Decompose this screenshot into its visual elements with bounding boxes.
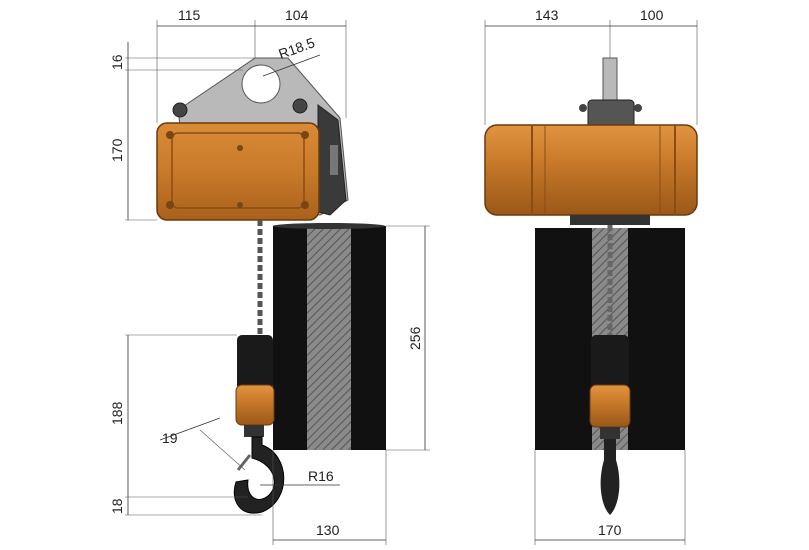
dimension-lines — [125, 20, 698, 545]
dim-eye-radius: R18.5 — [276, 34, 317, 62]
front-view — [484, 57, 698, 515]
front-hook-block — [589, 335, 631, 439]
side-hook-block — [235, 335, 275, 437]
dim-body-height: 170 — [109, 138, 125, 162]
dim-side-top-left: 115 — [178, 7, 201, 23]
dim-eye-offset: 16 — [109, 54, 125, 70]
dim-hook-bottom: 18 — [109, 498, 125, 514]
dim-hook-block-height: 188 — [109, 401, 125, 425]
dim-bag-width-front: 170 — [598, 522, 622, 538]
suspension-eye — [241, 64, 281, 104]
dim-front-top-right: 100 — [640, 7, 664, 23]
front-motor-housing — [484, 124, 698, 225]
dim-bag-height: 256 — [407, 326, 423, 350]
dim-hook-radius: R16 — [308, 468, 334, 484]
side-chain-bag — [273, 223, 386, 450]
front-hook — [600, 439, 620, 515]
side-motor-housing — [156, 122, 320, 221]
dim-front-top-left: 143 — [535, 7, 559, 23]
side-view — [156, 57, 386, 514]
dim-side-top-right: 104 — [285, 7, 309, 23]
dim-bag-width-side: 130 — [316, 522, 340, 538]
side-hook — [233, 436, 285, 514]
dim-hook-throat: 19 — [162, 430, 178, 446]
